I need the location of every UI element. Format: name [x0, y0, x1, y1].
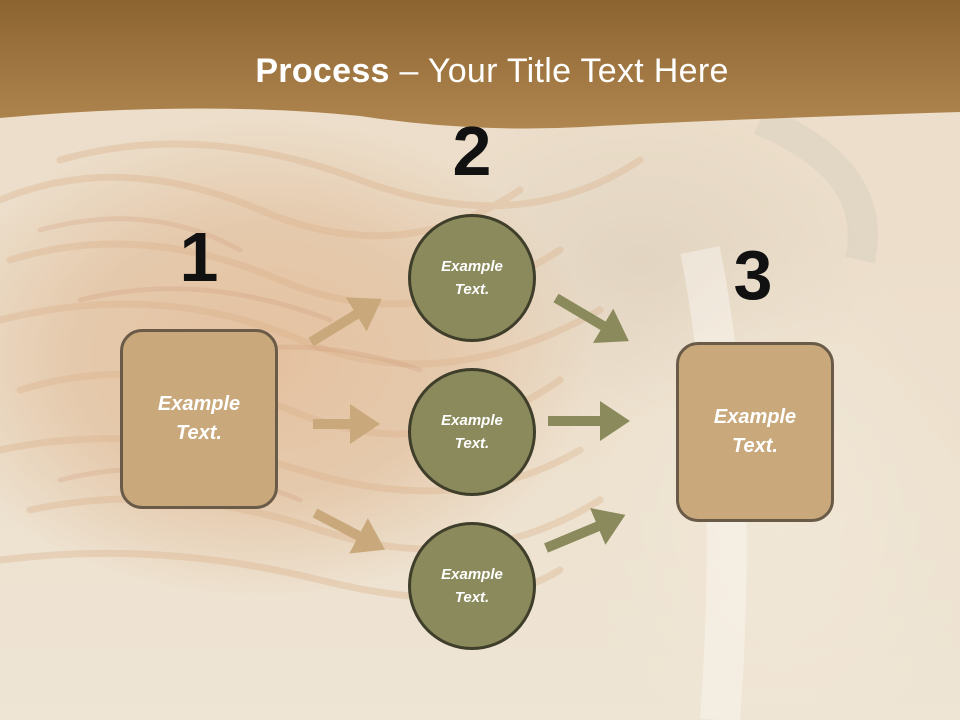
output-box: Example Text.: [676, 342, 834, 522]
process-circle-middle: Example Text.: [408, 368, 536, 496]
input-box: Example Text.: [120, 329, 278, 509]
step-number-1: 1: [179, 218, 219, 296]
arrow-input-to-top: [308, 297, 382, 347]
step-number-2: 2: [452, 112, 492, 190]
title-rest: – Your Title Text Here: [389, 52, 729, 90]
slide-title: Process – Your Title Text Here: [0, 52, 960, 91]
arrow-input-to-bottom: [312, 508, 386, 554]
process-circle-bottom: Example Text.: [408, 522, 536, 650]
process-circle-label: Example Text.: [441, 258, 503, 298]
process-circle-label: Example Text.: [441, 412, 503, 452]
arrow-bottom-to-output: [544, 508, 626, 553]
process-circle-label: Example Text.: [441, 566, 503, 606]
process-circle-top: Example Text.: [408, 214, 536, 342]
title-band: [0, 0, 960, 129]
arrow-top-to-output: [553, 293, 629, 344]
title-strong: Process: [255, 52, 390, 90]
step-number-3: 3: [733, 236, 773, 314]
input-box-label: Example Text.: [157, 393, 241, 444]
output-box-label: Example Text.: [713, 406, 797, 457]
